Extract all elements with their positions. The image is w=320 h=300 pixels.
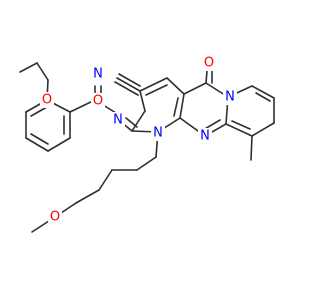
methoxy-o: O [48,209,62,225]
alkyl-n: N [151,125,165,141]
bond [166,77,185,95]
bond [255,92,271,102]
bond [30,106,48,117]
bond [116,77,141,92]
atom-labels: N O O O N N N N [40,55,237,225]
bond-layer [19,62,275,233]
amide-o: O [91,93,105,109]
bond [173,97,179,117]
bond [205,70,208,84]
svg-text:O: O [50,210,60,225]
svg-text:N: N [93,67,103,82]
bond [30,133,49,145]
bond [179,93,185,119]
bond [139,77,168,92]
svg-text:N: N [113,113,123,128]
svg-text:O: O [93,94,103,109]
ether-o: O [40,92,54,108]
bond [183,82,207,95]
bond [47,137,71,152]
bond [251,85,275,99]
bond [36,62,49,81]
bond [136,156,157,171]
nitrile-n: N [91,66,105,82]
bond [98,169,113,191]
carbonyl-o: O [202,55,216,71]
bond [25,137,49,152]
svg-text:O: O [42,93,52,108]
bond [139,90,146,112]
chemical-structure: N O O O N N N N [19,55,275,233]
bond [114,81,139,96]
imine-n: N [111,112,125,128]
bond [145,84,168,96]
svg-text:N: N [153,126,163,141]
bond [251,122,275,137]
ring-n: N [198,128,212,144]
bond [131,110,146,132]
pyridine-n: N [223,89,237,105]
bond [225,123,253,137]
bond [19,62,38,73]
bond [231,120,251,130]
bond [75,189,100,204]
bond [250,135,253,161]
bond [118,73,141,87]
svg-text:O: O [204,56,214,71]
bond [69,99,96,113]
svg-text:N: N [200,129,210,144]
svg-text:N: N [225,90,235,105]
